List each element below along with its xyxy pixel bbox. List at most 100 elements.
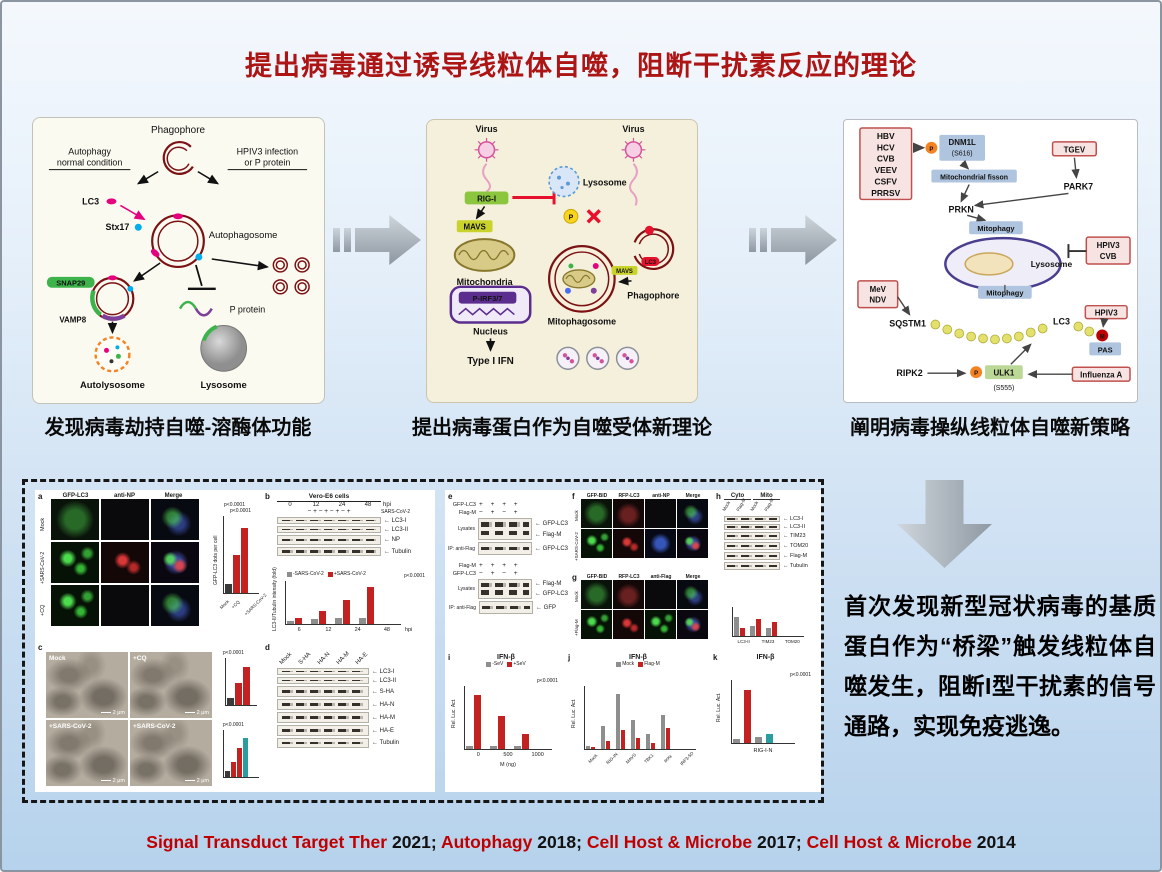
- western-blot: [724, 552, 780, 560]
- arrow: [960, 184, 970, 203]
- chart-bar: [750, 625, 755, 636]
- micrograph-cell: [645, 499, 676, 528]
- chart-bar: [311, 619, 318, 624]
- arrow-left-icon: ←: [534, 520, 541, 527]
- chart-bar: [295, 617, 302, 624]
- svg-text:HCV: HCV: [877, 142, 895, 152]
- mitophagy-chip-1: [969, 221, 1023, 235]
- arrow-left-icon: ←: [384, 537, 390, 543]
- panel-letter: c: [38, 643, 43, 652]
- arrow-to-vesicles: [211, 258, 269, 271]
- arrow: [1010, 343, 1032, 365]
- hpi-unit: hpi: [383, 502, 392, 508]
- western-blot: [277, 517, 381, 524]
- arrow-left-icon: ←: [534, 531, 541, 538]
- x-axis-labels: LC3-II TIM23 TOM20: [737, 639, 800, 644]
- col-header: RFP-LC3: [618, 493, 640, 499]
- chart-c1: p<0.0001: [217, 650, 261, 714]
- bar-chart: [223, 516, 259, 594]
- band-label: GFP: [543, 604, 557, 611]
- blot-row: ← S-HA: [277, 686, 433, 697]
- label-cvb: CVB: [1100, 252, 1117, 261]
- blot-row: ← Tubulin: [277, 547, 433, 556]
- label-rig-i: RIG-I: [477, 194, 496, 203]
- bar-chart: [225, 658, 257, 706]
- panel-letter: j: [568, 653, 571, 662]
- chart-title: IFN-β: [756, 654, 775, 661]
- col-header: anti-NP: [652, 493, 670, 499]
- chart-bar: [772, 621, 777, 636]
- label-m: M: [1100, 334, 1105, 340]
- western-blot: [479, 601, 533, 614]
- micrograph-cell: [101, 542, 149, 583]
- ulk1-chip: [985, 365, 1023, 380]
- results-dashed-box: [22, 479, 824, 803]
- chart-ifn-beta-i: Rel. Luc. Act. p<0.0001 0 500 1000 M (ng…: [451, 678, 560, 782]
- band-label: LC3-II: [379, 677, 397, 684]
- label-park7: PARK7: [1064, 182, 1094, 192]
- arrow-right-icon: [749, 215, 837, 265]
- label-lysosome: Lysosome: [1031, 259, 1073, 269]
- panel-letter: b: [265, 492, 270, 501]
- chart-bar: [498, 716, 505, 749]
- label-phagophore: Phagophore: [627, 291, 679, 301]
- citation-line: Signal Transduct Target Ther 2021; Autop…: [2, 832, 1160, 853]
- legend-swatch: [287, 571, 292, 577]
- chart-bar: [235, 683, 242, 705]
- fraction-headers: Cyto Mito: [724, 493, 780, 500]
- label-normal-condition: Autophagy: [68, 147, 111, 157]
- chart-bar: [755, 736, 762, 743]
- label-tgev: TGEV: [1064, 145, 1086, 154]
- p-value: p<0.0001: [223, 650, 244, 656]
- diagram-autophagy-hijack: Phagophore Autophagy normal condition HP…: [32, 117, 325, 404]
- label-prkn: PRKN: [949, 204, 974, 214]
- band-label: HA-E: [379, 727, 395, 734]
- label-type-i-ifn: Type I IFN: [467, 356, 514, 367]
- arrow: [1100, 317, 1109, 328]
- chart-bar: [343, 599, 350, 624]
- lane-labels: Mock Flag-M Mock Flag-M: [721, 497, 775, 513]
- row-label: +Flag-M: [574, 619, 579, 637]
- label-autophagosome: Autophagosome: [209, 229, 278, 240]
- chart-bar: [661, 714, 665, 749]
- blot-row: IP: anti-Flag ← GFP: [448, 601, 568, 614]
- micrograph-cell: [613, 580, 644, 609]
- condition-label: SARS-CoV-2: [381, 508, 411, 515]
- blot-row: ← NP: [277, 535, 433, 545]
- micrograph-cell: [677, 580, 708, 609]
- autolysosome-vesicle: [94, 336, 131, 373]
- label-lc3-mini: LC3: [645, 260, 657, 266]
- label-p: P: [929, 147, 933, 153]
- panel-letter: d: [265, 643, 270, 652]
- col-header: RFP-LC3: [618, 574, 640, 580]
- arrow-left-icon: ←: [534, 581, 541, 587]
- legend-swatch: [616, 661, 622, 667]
- chart-bar: [766, 627, 771, 636]
- arrow: [966, 214, 987, 223]
- western-blot: [724, 542, 780, 550]
- chart-bar: [591, 747, 595, 749]
- chart-bar: [756, 619, 761, 636]
- label-p-irf37: P-IRF3/7: [473, 294, 503, 303]
- chart-bar: [733, 739, 740, 743]
- label-vamp8: VAMP8: [59, 316, 86, 325]
- legend-swatch: [507, 661, 513, 667]
- band-label: Tubulin: [789, 563, 808, 569]
- lc3-mini-chip: [641, 257, 660, 266]
- virus-icon: [473, 137, 500, 163]
- label-hpiv3: HPIV3: [1097, 241, 1121, 250]
- micrograph-cell: [151, 585, 199, 626]
- svg-text:normal condition: normal condition: [57, 158, 123, 168]
- rna-squiggle-left: [482, 163, 492, 193]
- y-axis-label: GFP-LC3 dots per cell: [213, 535, 219, 585]
- arrow-left-icon: ←: [783, 563, 789, 569]
- western-blot: [277, 547, 381, 556]
- chart-bar: [586, 746, 590, 749]
- row-label: Mock: [574, 591, 579, 603]
- band-label: LC3-II: [790, 524, 806, 530]
- arrow-down-icon: [897, 480, 992, 568]
- dnm1l-chip: [939, 134, 986, 161]
